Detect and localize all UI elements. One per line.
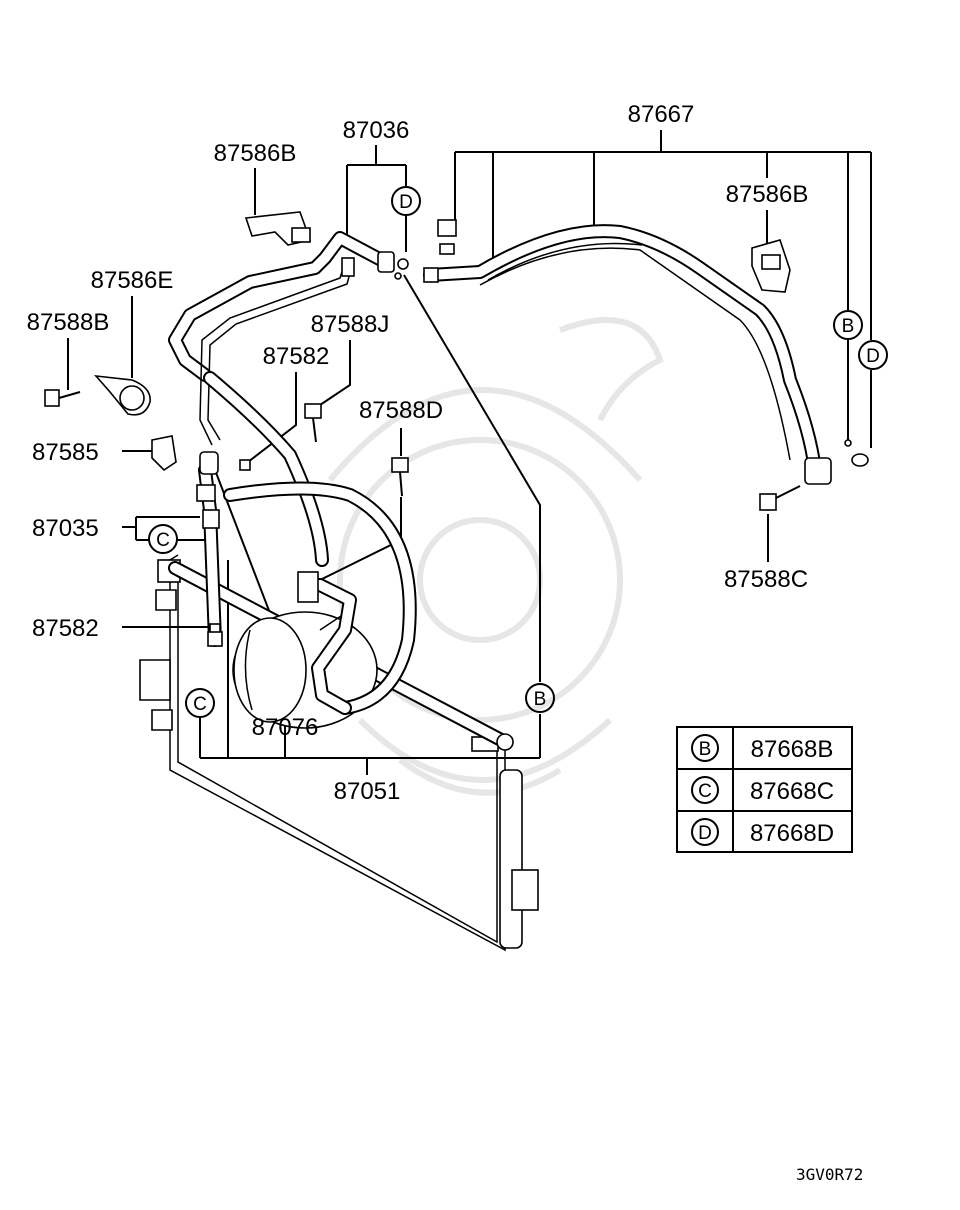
callout-c-upper: C [148,524,178,554]
label-87582-top: 87582 [263,343,330,370]
legend-part: 87668D [750,820,834,847]
bolt-87588c [759,485,801,511]
label-87588b: 87588B [27,309,110,336]
callout-circles: D B D C C B [148,186,888,718]
leader-lines [67,130,872,775]
svg-text:C: C [156,530,170,551]
label-87035: 87035 [32,515,99,542]
diagram-code: 3GV0R72 [796,1165,863,1184]
svg-text:D: D [399,192,413,213]
callout-d-right: D [858,340,888,370]
svg-text:B: B [534,689,547,710]
label-87586e: 87586E [91,267,174,294]
label-87582-mid: 87582 [32,615,99,642]
label-87076: 87076 [252,714,319,741]
callout-d-top: D [391,186,421,216]
hoses [168,224,832,715]
clip-87586b-top [244,211,312,246]
legend-letter: D [698,823,712,844]
bracket-87585 [151,435,177,472]
label-87588d: 87588D [359,397,443,424]
svg-text:D: D [866,346,880,367]
label-87588j: 87588J [311,311,390,338]
label-87051: 87051 [334,778,401,805]
watermark-emblem [327,317,664,796]
clip-87586b-right [751,239,791,293]
label-87586b-top: 87586B [214,140,297,167]
legend-part: 87668B [751,736,834,763]
clamp-87586e [94,374,151,416]
legend-part: 87668C [750,778,834,805]
legend-table: B 87668B C 87668C D 87668D [676,726,853,853]
part-labels: 87036 87667 87586B 87586B 87586E 87588B … [27,101,809,805]
bolt-87588b [44,389,81,407]
bolt-87588j [304,403,322,443]
callout-b-right: B [833,310,863,340]
label-87586b-right: 87586B [726,181,809,208]
bolt-87588d [391,457,409,497]
fittings [196,219,869,647]
legend-row-d: D 87668D [691,818,834,847]
label-87588c: 87588C [724,566,808,593]
legend-letter: B [699,739,712,760]
label-87585: 87585 [32,439,99,466]
label-87036: 87036 [343,117,410,144]
legend-row-c: C 87668C [691,776,834,805]
legend-row-b: B 87668B [691,734,834,763]
svg-text:C: C [193,694,207,715]
o-ring-87582-top [239,459,251,471]
label-87667: 87667 [628,101,695,128]
callout-b-lower: B [525,683,555,713]
svg-text:B: B [842,316,855,337]
callout-c-lower: C [185,688,215,718]
legend-letter: C [698,781,712,802]
